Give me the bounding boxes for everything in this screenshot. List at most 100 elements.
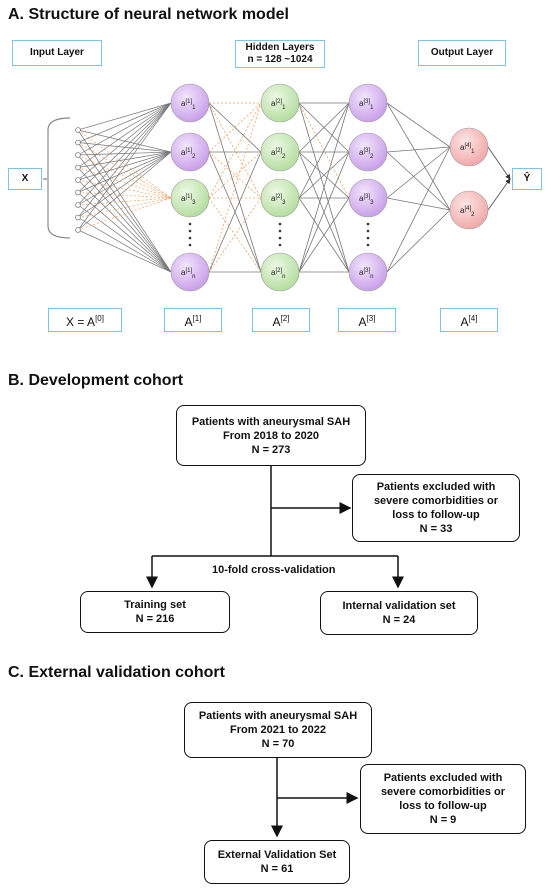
output-layer-text: Output Layer bbox=[430, 47, 494, 58]
input-node bbox=[75, 152, 81, 158]
input-node bbox=[75, 164, 81, 171]
edge-layer-3-to-4 bbox=[386, 146, 451, 153]
output-layer-label: Output Layer bbox=[418, 40, 506, 66]
b-patients-n: N = 273 bbox=[251, 443, 291, 456]
neuron-node bbox=[260, 252, 300, 292]
edge-layer-3-to-4 bbox=[386, 146, 451, 199]
training-set-box: Training set N = 216 bbox=[80, 591, 230, 633]
layer-a2-text: A bbox=[272, 314, 281, 329]
b-patients-line1: Patients with aneurysmal SAH bbox=[191, 415, 351, 428]
edge-input-to-l1 bbox=[77, 179, 172, 273]
edge-input-to-l1 bbox=[77, 142, 172, 273]
c-patients-line2: From 2021 to 2022 bbox=[230, 724, 326, 736]
ellipsis-dot bbox=[366, 222, 370, 226]
layer-a4-text: A bbox=[460, 314, 469, 329]
x-input-text: X bbox=[21, 173, 29, 184]
edge-input-to-l1 bbox=[77, 102, 172, 156]
edge-output-to-yhat bbox=[487, 146, 511, 180]
edge-input-to-l1 bbox=[77, 102, 172, 193]
ellipsis-dot bbox=[278, 236, 282, 240]
ellipsis-dot bbox=[188, 229, 192, 233]
edge-layer-3-to-4 bbox=[386, 197, 451, 211]
edge-input-to-l1 bbox=[77, 102, 172, 206]
neuron-node bbox=[260, 178, 300, 218]
b-patients-line2: From 2018 to 2020 bbox=[223, 429, 319, 442]
edge-layer-2-to-3 bbox=[298, 151, 350, 199]
c-excluded-line3: loss to follow-up bbox=[399, 800, 487, 812]
layer-a2-sup: [2] bbox=[280, 313, 290, 323]
neuron-label: a[2]2 bbox=[271, 148, 286, 160]
edge-input-to-l1 bbox=[77, 167, 172, 273]
section-b-title: B. Development cohort bbox=[8, 372, 184, 389]
y-hat-text: Ŷ bbox=[523, 173, 531, 184]
neuron-label: a[1]3 bbox=[181, 194, 196, 206]
neuron-node bbox=[260, 132, 300, 172]
input-bracket-line bbox=[47, 117, 71, 239]
edge-input-to-l1 bbox=[77, 197, 172, 231]
edge-output-to-yhat bbox=[487, 178, 511, 211]
edge-layer-3-to-4 bbox=[386, 209, 451, 273]
layer-a3-text: A bbox=[358, 314, 367, 329]
c-excluded-box: Patients excluded with severe comorbidit… bbox=[360, 764, 526, 834]
b-excluded-box: Patients excluded with severe comorbidit… bbox=[352, 474, 520, 542]
neuron-label: a[4]1 bbox=[460, 143, 475, 155]
edge-layer-3-to-4 bbox=[386, 151, 451, 211]
edge-input-to-l1 bbox=[77, 102, 172, 181]
edge-layer-1-to-2 bbox=[208, 151, 262, 273]
edge-layer-3-to-4 bbox=[386, 146, 451, 273]
ellipsis-dot bbox=[366, 229, 370, 233]
input-node bbox=[75, 127, 81, 133]
neuron-label: a[3]2 bbox=[359, 148, 374, 160]
edge-input-to-l1 bbox=[77, 102, 172, 218]
hidden-layers-label: Hidden Layers n = 128 ~1024 bbox=[235, 40, 325, 68]
c-excluded-line1: Patients excluded with bbox=[383, 772, 503, 784]
neuron-node bbox=[348, 252, 388, 292]
edge-input-to-l1 bbox=[77, 151, 172, 193]
input-node bbox=[75, 214, 81, 221]
c-patients-n: N = 70 bbox=[261, 738, 295, 750]
c-excluded-n: N = 9 bbox=[429, 814, 457, 826]
internal-n: N = 24 bbox=[382, 614, 416, 626]
edge-input-to-l1 bbox=[77, 102, 172, 168]
input-layer-text: Input Layer bbox=[30, 47, 84, 58]
neuron-node bbox=[449, 190, 489, 230]
neuron-node bbox=[348, 132, 388, 172]
edge-layer-1-to-2 bbox=[208, 151, 262, 199]
b-excluded-line2: severe comorbidities or bbox=[373, 495, 499, 507]
ellipsis-dot bbox=[278, 243, 282, 247]
edge-input-to-l1 bbox=[77, 129, 172, 199]
c-patients-box: Patients with aneurysmal SAH From 2021 t… bbox=[184, 702, 372, 758]
edge-input-to-l1 bbox=[77, 154, 172, 199]
neuron-label: a[3]1 bbox=[359, 99, 374, 111]
edge-layer-1-to-2 bbox=[208, 151, 262, 199]
edge-layer-2-to-3 bbox=[298, 102, 350, 153]
training-label: Training set bbox=[124, 599, 186, 611]
edge-input-to-l1 bbox=[77, 192, 172, 199]
input-node bbox=[75, 177, 81, 183]
edge-input-to-l1 bbox=[77, 229, 172, 273]
x-input-box: X bbox=[8, 168, 42, 190]
edge-layer-2-to-3 bbox=[298, 102, 350, 199]
hidden-layers-text: Hidden Layers bbox=[245, 42, 315, 53]
layer-a1-text: A bbox=[184, 314, 193, 329]
layer-a1-label: A[1] bbox=[164, 308, 222, 332]
external-n: N = 61 bbox=[260, 863, 294, 875]
edge-input-to-l1 bbox=[77, 167, 172, 199]
internal-label: Internal validation set bbox=[342, 600, 456, 612]
edge-input-to-l1 bbox=[77, 151, 172, 218]
b-excluded-line3: loss to follow-up bbox=[392, 509, 480, 521]
internal-validation-box: Internal validation set N = 24 bbox=[320, 591, 478, 635]
edge-input-to-l1 bbox=[77, 129, 172, 153]
edge-input-to-l1 bbox=[77, 192, 172, 273]
edge-input-to-l1 bbox=[77, 217, 172, 273]
neuron-node bbox=[170, 83, 210, 123]
edge-layer-2-to-3 bbox=[298, 197, 350, 273]
neuron-label: a[1]2 bbox=[181, 148, 196, 160]
ellipsis-dot bbox=[278, 229, 282, 233]
input-layer-label: Input Layer bbox=[12, 40, 102, 66]
neuron-label: a[2]n bbox=[271, 268, 285, 280]
hidden-layers-range: n = 128 ~1024 bbox=[247, 54, 313, 65]
edge-layer-2-to-3 bbox=[298, 151, 350, 273]
b-patients-box: Patients with aneurysmal SAH From 2018 t… bbox=[176, 405, 366, 466]
